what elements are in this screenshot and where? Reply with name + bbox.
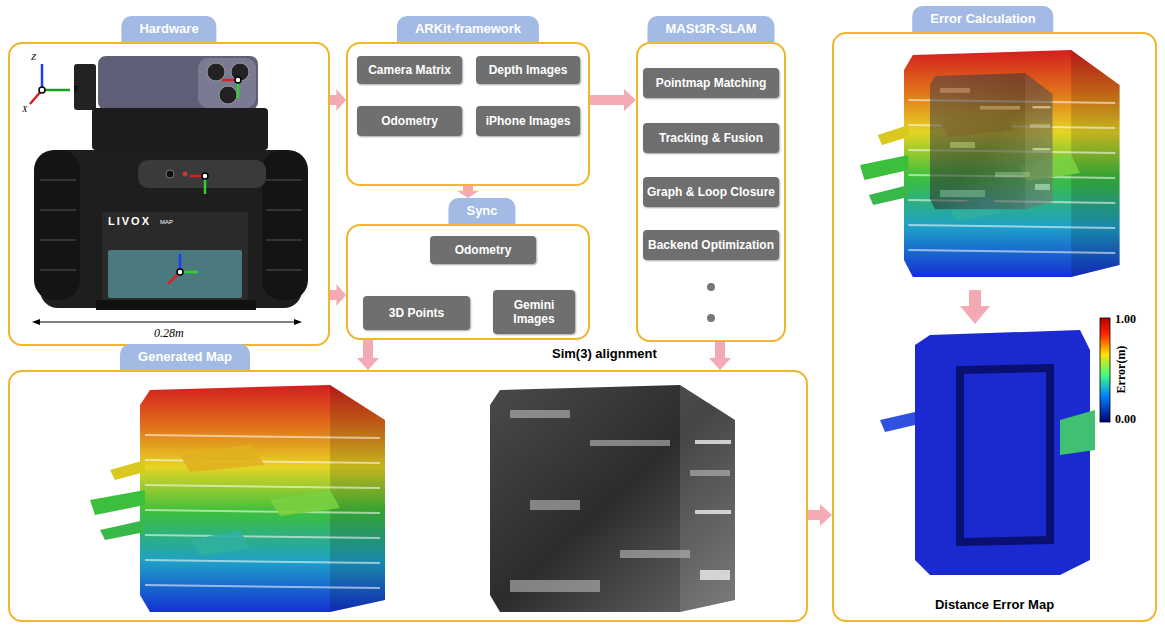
stage-panel: Error CalculationDistance Error Map <box>832 32 1157 622</box>
annotation-label: Z <box>31 52 36 62</box>
annotation-label: 0.28m <box>154 326 184 341</box>
box-label: Camera Matrix <box>368 63 451 77</box>
panel-title-tab: Error Calculation <box>912 6 1053 32</box>
process-box: Camera Matrix <box>357 56 462 84</box>
panel-title-tab: MASt3R-SLAM <box>648 16 775 42</box>
stage-panel: ARKit-frameworkCamera MatrixDepth Images… <box>346 42 590 186</box>
annotation-label: MAP <box>160 219 173 225</box>
box-label: Odometry <box>455 243 512 257</box>
panel-title-tab: ARKit-framework <box>397 16 539 42</box>
flow-arrow <box>357 340 379 370</box>
stage-panel: MASt3R-SLAMPointmap MatchingTracking & F… <box>636 42 786 342</box>
process-box: 3D Points <box>363 296 470 330</box>
process-box: Backend Optimization <box>643 230 779 260</box>
process-box: Gemini Images <box>493 290 575 334</box>
stage-panel: Generated Map <box>8 370 808 622</box>
process-box: Tracking & Fusion <box>643 123 779 153</box>
flow-arrow <box>330 89 346 111</box>
panel-caption: Distance Error Map <box>834 597 1155 612</box>
annotation-label: LIVOX <box>108 215 151 227</box>
process-box: Pointmap Matching <box>643 68 779 98</box>
stage-panel: Hardware <box>8 42 330 346</box>
panel-title-tab: Generated Map <box>120 344 250 370</box>
panel-title-tab: Hardware <box>121 16 216 42</box>
annotation-label: 1.00 <box>1115 312 1136 327</box>
process-box: Odometry <box>430 236 536 264</box>
process-box: Depth Images <box>476 56 580 84</box>
box-label: Graph & Loop Closure <box>647 185 775 199</box>
flow-arrow <box>709 342 731 370</box>
annotation-label: Error(m) <box>1114 346 1129 394</box>
flow-arrow <box>457 186 479 198</box>
box-label: 3D Points <box>389 306 444 320</box>
box-label: Depth Images <box>489 63 568 77</box>
annotation-label: Sim(3) alignment <box>552 346 657 361</box>
annotation-label: 0.00 <box>1115 412 1136 427</box>
process-box: Odometry <box>357 106 462 136</box>
box-label: Backend Optimization <box>648 238 774 252</box>
box-label: Pointmap Matching <box>656 76 767 90</box>
flow-arrow <box>590 89 636 111</box>
process-box: Graph & Loop Closure <box>643 177 779 207</box>
annotation-label: Y <box>73 84 78 94</box>
box-label: Odometry <box>381 114 438 128</box>
annotation-label: X <box>22 104 28 114</box>
panel-title-tab: Sync <box>448 198 515 224</box>
flow-arrow <box>808 504 832 526</box>
box-label: iPhone Images <box>486 114 571 128</box>
flow-arrow <box>330 284 346 306</box>
process-box: iPhone Images <box>476 106 580 136</box>
box-label: Gemini Images <box>497 298 571 327</box>
box-label: Tracking & Fusion <box>659 131 763 145</box>
stage-panel: SyncOdometry3D PointsGemini Images <box>346 224 590 340</box>
